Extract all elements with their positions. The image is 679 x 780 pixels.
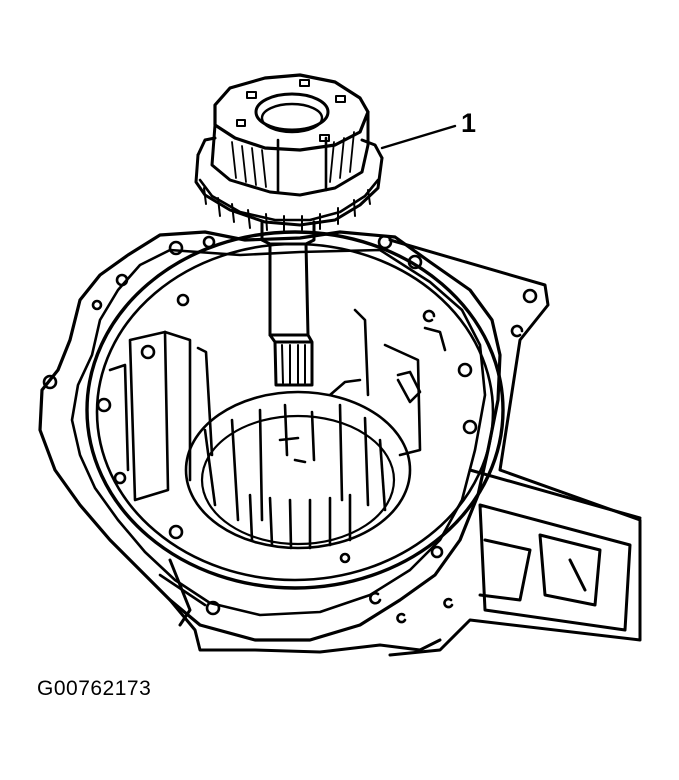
case-internal-ribs xyxy=(110,310,445,605)
planetary-gear-carrier xyxy=(196,75,382,231)
callout-leader-line xyxy=(382,126,455,148)
case-rear-plates xyxy=(390,240,640,655)
case-bore xyxy=(87,232,503,588)
flange-bolt-holes xyxy=(44,236,536,622)
callout-label-1: 1 xyxy=(461,108,477,138)
output-shaft xyxy=(262,222,314,385)
figure-id: G00762173 xyxy=(37,677,152,700)
